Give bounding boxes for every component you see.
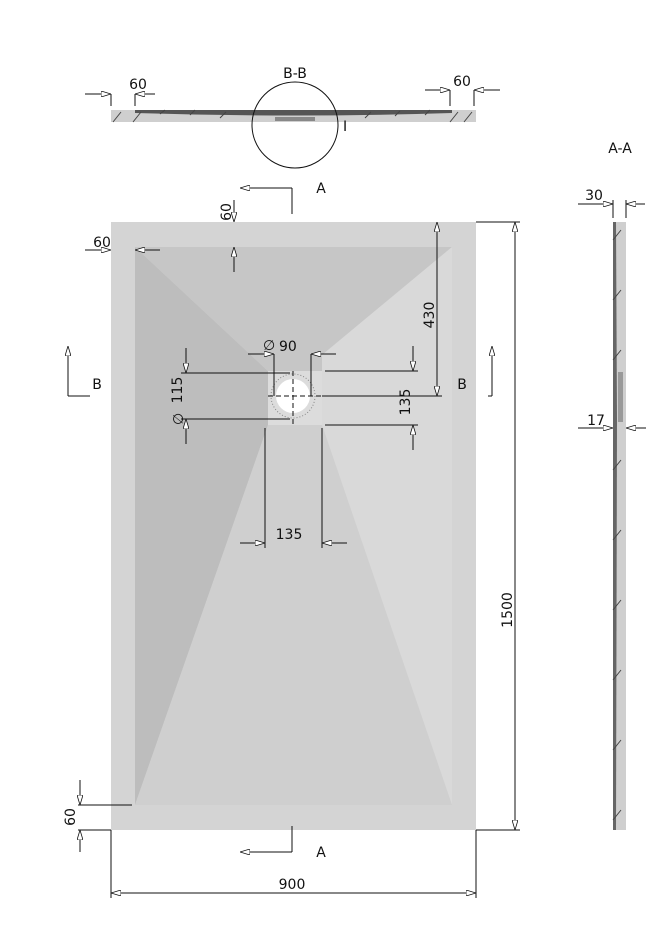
detail-circle (251, 81, 339, 169)
cut-markers: A A B B (68, 181, 492, 861)
dim-drain-cover-width: 135 (276, 527, 303, 543)
section-a-a: A-A 30 17 (578, 141, 646, 830)
dim-drain-cover-height: 135 (398, 389, 414, 416)
drain-outer-ring (270, 373, 316, 419)
face-left (135, 247, 268, 805)
dim-drain-depth: 17 (587, 413, 605, 429)
cut-marker-top: A (316, 181, 326, 197)
section-b-b-left-margin: 60 (129, 77, 147, 93)
section-b-b-label: B-B (283, 66, 307, 82)
diameter-symbol-115: ∅ (171, 413, 187, 425)
section-a-a-label: A-A (608, 141, 632, 157)
dimensions: 60 60 60 430 1500 900 135 135 ∅ 90 1 (63, 200, 520, 898)
dim-drain-from-top: 430 (422, 302, 438, 329)
diameter-symbol-90: ∅ (263, 338, 275, 354)
section-b-b-right-margin: 60 (453, 74, 471, 90)
cut-marker-right: B (457, 377, 467, 393)
cut-marker-left: B (92, 377, 102, 393)
dim-rim-top: 60 (219, 203, 235, 221)
dim-rim-left: 60 (93, 235, 111, 251)
cut-marker-bottom: A (316, 845, 326, 861)
detail-mark: I (343, 119, 347, 135)
face-top (135, 247, 452, 371)
dim-length: 1500 (500, 592, 516, 628)
section-b-b-slope (135, 110, 452, 116)
dim-thickness: 30 (585, 188, 603, 204)
dim-outlet-diameter: 90 (279, 339, 297, 355)
drain-profile-side (618, 372, 623, 422)
face-right (322, 247, 452, 805)
dim-rim-bottom: 60 (63, 808, 79, 826)
drain-profile (275, 117, 315, 121)
dim-outer-diameter: 115 (170, 377, 186, 404)
face-bottom (135, 425, 452, 805)
shower-tray-plan (111, 222, 476, 830)
section-b-b: B-B I 60 60 (85, 66, 500, 169)
dim-width: 900 (279, 877, 306, 893)
